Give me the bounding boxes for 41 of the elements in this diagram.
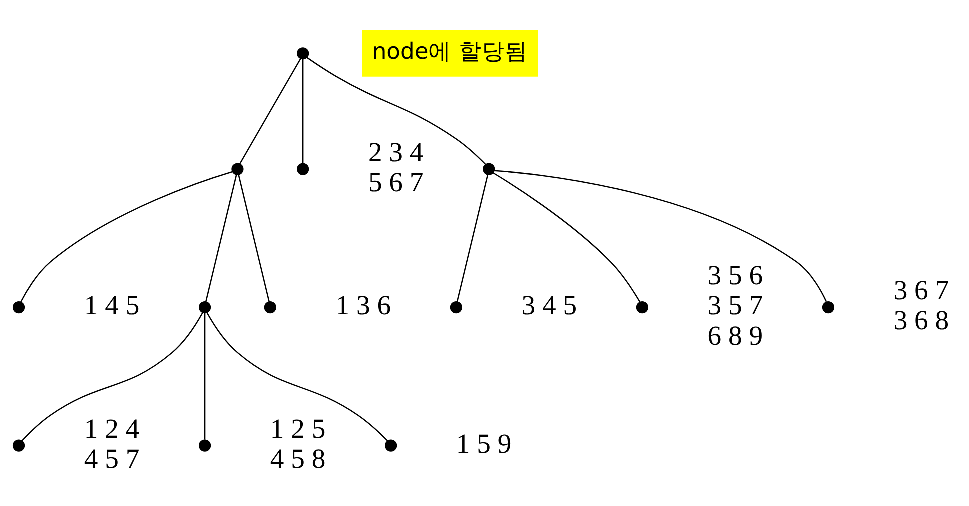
node-label: 3 6 7 bbox=[894, 274, 950, 306]
node-label: 1 4 5 bbox=[84, 289, 140, 320]
connector bbox=[492, 172, 641, 302]
node-circle bbox=[450, 300, 462, 314]
node-circle bbox=[297, 162, 310, 175]
node-label: 1 3 6 bbox=[336, 289, 392, 320]
connector bbox=[239, 58, 302, 164]
node-label: 3 5 7 bbox=[708, 289, 764, 320]
node-label: 1 2 5 bbox=[270, 412, 326, 444]
connector bbox=[238, 174, 270, 302]
connector bbox=[494, 170, 828, 302]
connector bbox=[204, 312, 206, 440]
node-label: 3 4 5 bbox=[522, 289, 578, 320]
node-label: 2 3 4 bbox=[368, 136, 424, 167]
node-circle bbox=[198, 439, 212, 452]
connector bbox=[306, 56, 486, 165]
node-circle bbox=[12, 439, 26, 452]
connector bbox=[205, 174, 238, 302]
connector bbox=[22, 312, 204, 442]
node-circle bbox=[264, 300, 276, 314]
node-circle bbox=[232, 162, 244, 175]
node-label: 1 5 9 bbox=[456, 427, 512, 458]
connector bbox=[302, 58, 304, 164]
connector bbox=[456, 174, 489, 302]
node-circle bbox=[822, 300, 835, 314]
node-label: 3 5 6 bbox=[708, 258, 764, 290]
node-circle bbox=[385, 439, 398, 452]
connector bbox=[206, 312, 388, 442]
node-label: 4 5 7 bbox=[84, 442, 140, 474]
connector bbox=[20, 170, 233, 302]
node-circle bbox=[12, 300, 26, 314]
node-label: 6 8 9 bbox=[708, 319, 764, 350]
node-label: 3 6 8 bbox=[894, 304, 950, 336]
node-circle bbox=[636, 300, 648, 314]
node-label: 5 6 7 bbox=[368, 166, 424, 197]
label: node에 할당됨 bbox=[372, 38, 528, 65]
node-label: 1 2 4 bbox=[84, 412, 140, 444]
node-circle bbox=[483, 162, 496, 175]
node-label: 4 5 8 bbox=[270, 442, 326, 474]
node-circle bbox=[198, 300, 212, 314]
node-circle bbox=[297, 47, 310, 60]
